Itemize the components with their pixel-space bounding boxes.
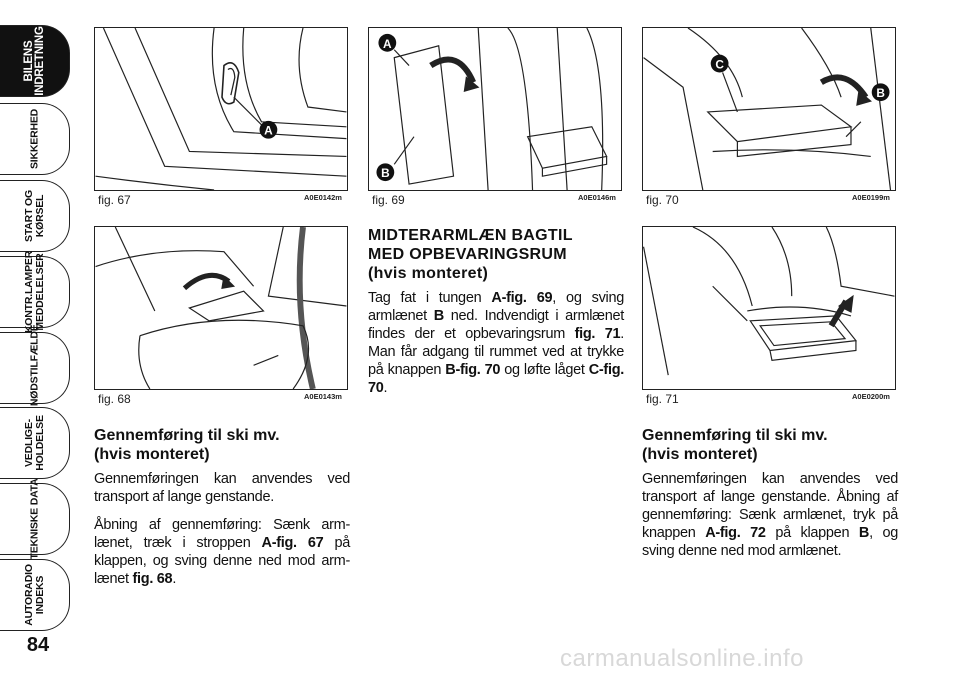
armrest-lowering-illustration: A B [376, 28, 608, 190]
storage-compartment-illustration [643, 227, 895, 376]
fig-67-label: fig. 67 [98, 193, 131, 207]
figure-67-image: A [94, 27, 348, 191]
fig-70-code: A0E0199m [852, 193, 890, 202]
tab-start-og-korsel[interactable]: START OG KØRSEL [0, 180, 70, 252]
section-ski-left: Gennemføring til ski mv. (hvis monteret)… [94, 426, 350, 598]
callout-b-icon [376, 163, 395, 182]
tab-i-nodstilfaelde[interactable]: I NØDSTILFÆLDE [0, 324, 70, 412]
fig-68-label: fig. 68 [98, 392, 131, 406]
section-ski-left-para1: Gennemføringen kan anvendes ved transpor… [94, 471, 350, 505]
section-ski-left-para2: Åbning af gennemføring: Sænk arm-lænet, … [94, 517, 350, 587]
figure-70-image: C B [642, 27, 896, 191]
section-armrest-title: MIDTERARMLÆN BAGTIL MED OPBEVARINGSRUM (… [368, 227, 573, 282]
callout-a-icon [259, 120, 278, 139]
fig-70-label: fig. 70 [646, 193, 679, 207]
section-ski-right-para: Gennemføringen kan anvendes ved transpor… [642, 471, 898, 559]
tab-kontr-lamper[interactable]: KONTR.LAMPER MEDDELELSER [0, 251, 70, 333]
fig-71-code: A0E0200m [852, 392, 890, 401]
figure-68-image [94, 226, 348, 390]
svg-text:C: C [715, 58, 724, 72]
fig-71-label: fig. 71 [646, 392, 679, 406]
tab-tekniske-data[interactable]: TEKNISKE DATA [0, 478, 70, 560]
seat-back-strap-illustration: A [95, 28, 347, 190]
fig-69-label: fig. 69 [372, 193, 405, 207]
armrest-lid-illustration: C B [643, 28, 892, 190]
tab-autoradio-indeks[interactable]: AUTORADIO INDEKS [0, 559, 70, 631]
section-ski-left-title: Gennemføring til ski mv. (hvis monteret) [94, 427, 280, 463]
tab-bilens-indretning[interactable]: BILENS INDRETNING [0, 25, 70, 97]
callout-a-icon [378, 33, 397, 52]
section-armrest-para: Tag fat i tungen A-fig. 69, og sving arm… [368, 290, 624, 396]
section-ski-right: Gennemføring til ski mv. (hvis monteret)… [642, 426, 898, 570]
callout-b-icon [871, 83, 890, 102]
page-number: 84 [26, 634, 50, 656]
svg-text:B: B [381, 166, 390, 180]
watermark: carmanualsonline.info [560, 645, 804, 672]
fig-67-code: A0E0142m [304, 193, 342, 202]
tab-sikkerhed[interactable]: SIKKERHED [0, 103, 70, 175]
chapter-tab-strip: BILENS INDRETNING SIKKERHED START OG KØR… [0, 0, 72, 677]
svg-text:A: A [383, 37, 392, 51]
tab-vedligeholdelse[interactable]: VEDLIGE- HOLDELSE [0, 407, 70, 479]
fig-69-code: A0E0146m [578, 193, 616, 202]
folded-flap-illustration [95, 227, 347, 389]
figure-69-image: A B [368, 27, 622, 191]
figure-71-image [642, 226, 896, 390]
section-armrest: MIDTERARMLÆN BAGTIL MED OPBEVARINGSRUM (… [368, 226, 624, 407]
section-ski-right-title: Gennemføring til ski mv. (hvis monteret) [642, 427, 828, 463]
svg-text:B: B [876, 86, 885, 100]
fig-68-code: A0E0143m [304, 392, 342, 401]
callout-c-icon [710, 54, 729, 73]
svg-text:A: A [264, 124, 273, 138]
